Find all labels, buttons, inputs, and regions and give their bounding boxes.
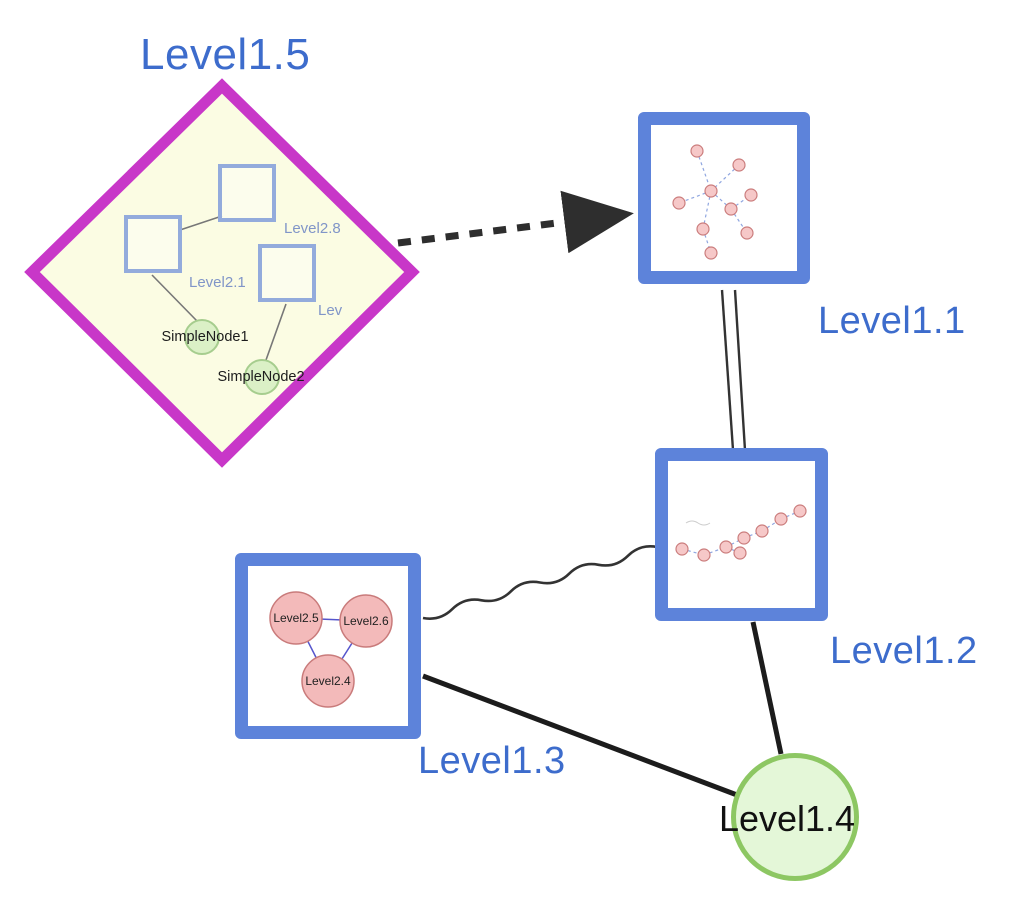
inner-edge-level21-simplenode1 (151, 274, 198, 322)
lev-label: Lev (318, 302, 343, 319)
level12-inner-scribble (685, 520, 711, 526)
level13-label: Level1.3 (418, 740, 566, 782)
edge-level11-level12-double-a[interactable] (720, 289, 735, 451)
level12-label: Level1.2 (830, 630, 978, 672)
level11-label: Level1.1 (818, 300, 966, 342)
level28-node[interactable] (218, 164, 276, 222)
level25-label: Level2.5 (273, 611, 319, 625)
edge-level11-level12-double-b[interactable] (733, 289, 747, 451)
level11-inner-nodes (672, 144, 758, 260)
inner-edge-lev-simplenode2 (265, 303, 287, 361)
level28-label: Level2.8 (284, 220, 341, 237)
edge-level13-level12-wavy[interactable] (422, 545, 658, 620)
level14-node[interactable] (731, 753, 859, 881)
level24-node[interactable] (301, 654, 355, 708)
level12-inner-graph (675, 504, 807, 562)
level11-node[interactable] (638, 112, 810, 284)
edge-level15-level11-dashed-arrow[interactable] (397, 190, 634, 254)
level14-label: Level1.4 (718, 798, 856, 839)
edge-level12-level14[interactable] (750, 621, 784, 755)
level21-label: Level2.1 (189, 274, 246, 291)
level11-inner-graph (672, 144, 758, 260)
level15-diamond-node[interactable] (24, 78, 420, 468)
simplenode2-node[interactable] (244, 359, 280, 395)
edge-level13-level14[interactable] (422, 673, 738, 798)
level21-node[interactable] (124, 215, 182, 273)
simplenode2-label: SimpleNode2 (217, 369, 305, 385)
level25-node[interactable] (269, 591, 323, 645)
simplenode1-node[interactable] (184, 319, 220, 355)
level13-node[interactable]: Level2.5 Level2.6 Level2.4 (235, 553, 421, 739)
level26-node[interactable] (339, 594, 393, 648)
lev-node[interactable] (258, 244, 316, 302)
level24-label: Level2.4 (305, 674, 351, 688)
level12-node[interactable] (655, 448, 828, 621)
level12-inner-nodes (675, 504, 807, 562)
simplenode1-label: SimpleNode1 (161, 329, 249, 345)
inner-edge-level28-level21 (179, 215, 223, 231)
level13-inner-graph: Level2.5 Level2.6 Level2.4 (269, 591, 393, 708)
level26-label: Level2.6 (343, 614, 389, 628)
level15-label: Level1.5 (140, 30, 311, 79)
